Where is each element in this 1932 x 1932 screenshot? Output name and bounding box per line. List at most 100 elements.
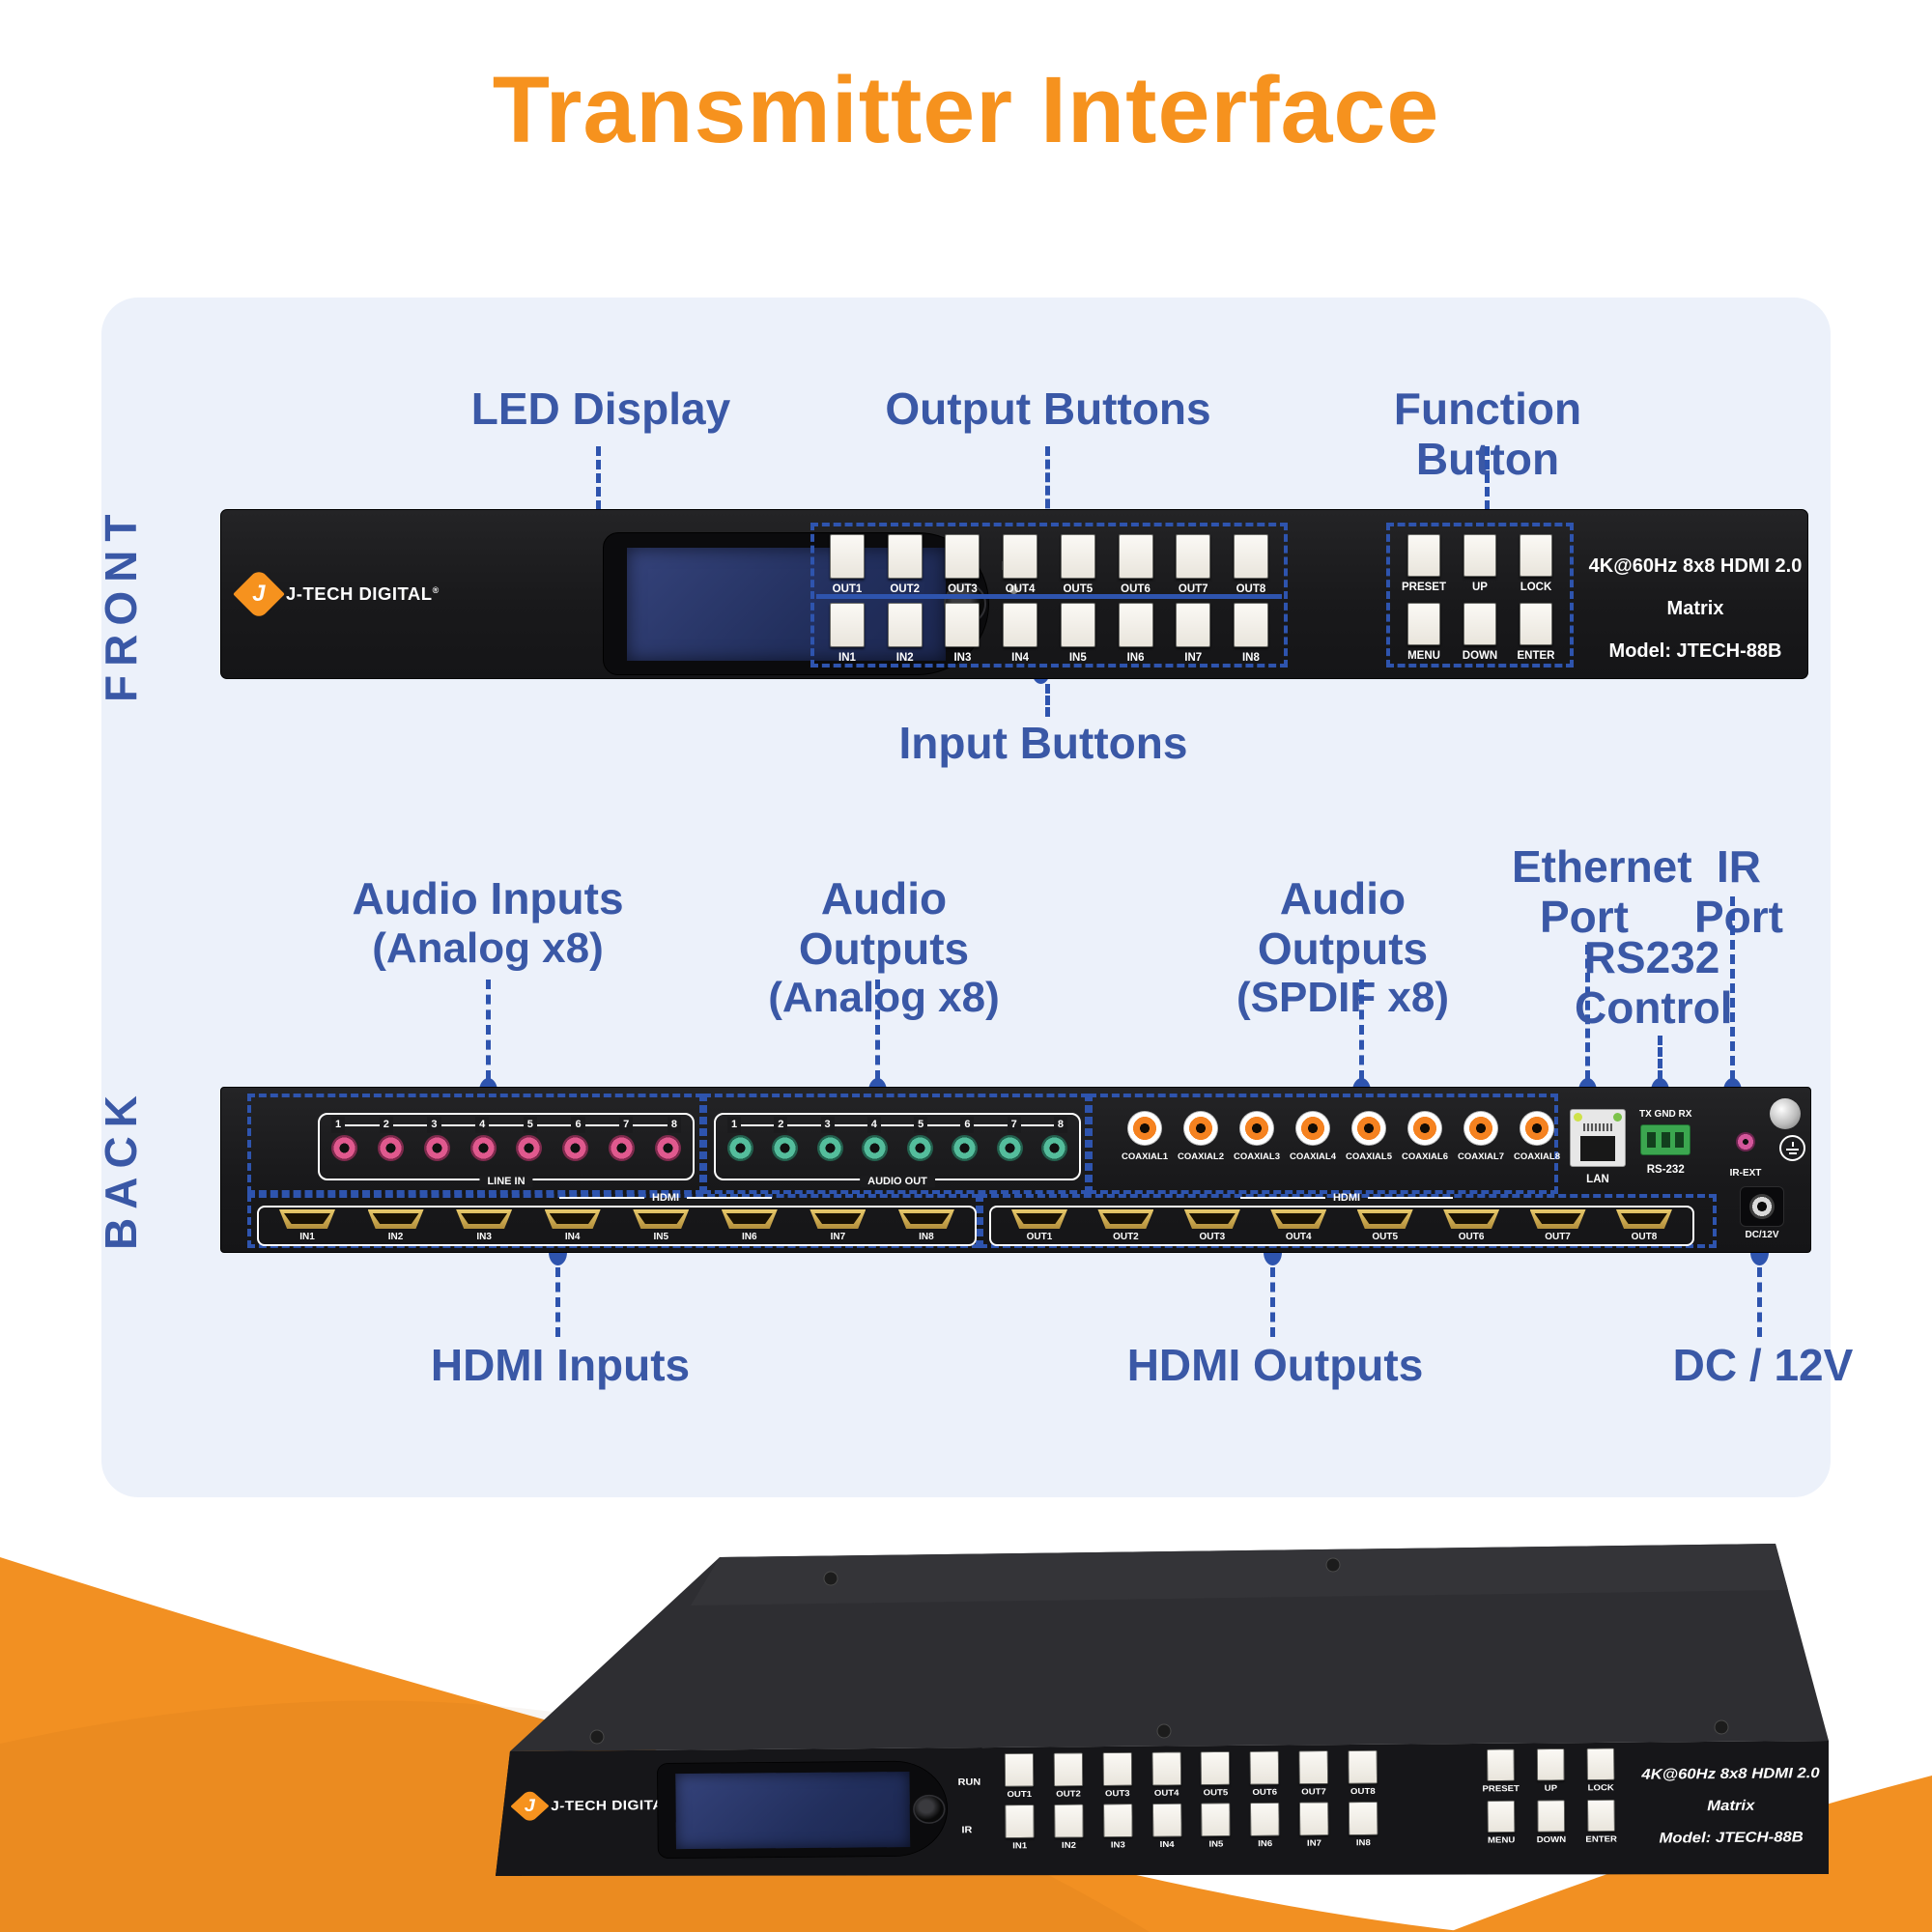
led-display-bezel [657,1760,949,1860]
coaxial-jack-icon [1463,1111,1498,1146]
function-button-label: PRESET [1482,1784,1520,1794]
run-led-icon [1009,585,1018,594]
hdmi-output-cell: OUT3 [1181,1209,1243,1242]
input-button [1118,603,1153,647]
output-button [945,534,980,579]
jack-number: 6 [571,1117,585,1133]
rs232-pinout-label: TX GND RX [1639,1109,1692,1120]
hdmi-output-cell: OUT6 [1440,1209,1502,1242]
output-button [1118,534,1153,579]
input-button [1005,1804,1035,1838]
function-button-cell: LOCK [1577,1747,1625,1793]
function-button [1537,1800,1566,1833]
coaxial-jack-icon [1295,1111,1330,1146]
callout-input-buttons: Input Buttons [898,718,1188,768]
output-button-cell: OUT7 [1166,534,1220,595]
output-button-cell: OUT5 [1193,1751,1238,1798]
hdmi-input-cell: IN3 [453,1209,515,1242]
input-button-cell: IN8 [1224,603,1278,664]
function-button-cell: UP [1527,1748,1575,1793]
output-button-label: OUT6 [1252,1787,1278,1798]
function-button [1520,603,1552,645]
input-button [1003,603,1038,647]
output-button-cell: OUT3 [1094,1752,1140,1799]
line-in-jack-icon [331,1135,357,1161]
output-button [830,534,865,579]
input-button [887,603,923,647]
coaxial-label: COAXIAL6 [1401,1151,1449,1162]
hdmi-outputs-header: HDMI [1240,1192,1454,1204]
hdmi-input-label: IN5 [653,1232,669,1242]
output-button-label: OUT4 [1153,1788,1179,1799]
hdmi-output-cell: OUT2 [1094,1209,1156,1242]
hdmi-port-icon [1011,1209,1067,1229]
hdmi-input-label: IN6 [742,1232,757,1242]
brand: J J-TECH DIGITAL® [510,1741,680,1869]
back-section-label: BACK [96,1087,146,1250]
hdmi-output-label: OUT4 [1285,1232,1312,1242]
jack-number: 1 [727,1117,742,1133]
jack-number: 3 [820,1117,835,1133]
output-button-cell: OUT8 [1340,1749,1385,1797]
rs232-label: RS-232 [1646,1164,1685,1176]
io-divider [816,594,1282,599]
function-button-label: MENU [1487,1835,1516,1845]
hdmi-output-label: OUT2 [1113,1232,1139,1242]
hdmi-output-cell: OUT7 [1527,1209,1589,1242]
hdmi-port-icon [1443,1209,1500,1229]
function-button-label: MENU [1407,650,1440,662]
input-button-label: IN8 [1241,652,1260,664]
input-button-label: IN4 [1011,652,1030,664]
coaxial-jack-icon [1351,1111,1386,1146]
function-button [1520,534,1552,577]
output-button-label: OUT7 [1301,1787,1326,1797]
output-button [887,534,923,579]
hdmi-input-label: IN2 [387,1232,404,1242]
ir-receiver-icon [913,1794,946,1825]
input-button-label: IN4 [1159,1840,1175,1850]
output-button-label: OUT2 [1056,1789,1081,1799]
diagram-panel [101,298,1831,1497]
brand-text: J-TECH DIGITAL® [286,583,440,604]
callout-led-display: LED Display [470,384,731,434]
output-button [1298,1750,1329,1785]
input-button [1233,603,1268,647]
hdmi-input-cell: IN5 [630,1209,692,1242]
callout-line-input [1045,684,1050,717]
input-button-label: IN1 [1012,1841,1028,1851]
jtech-logo-icon: J [510,1788,550,1824]
input-button-label: IN3 [1110,1840,1125,1850]
lan-led-icon [1574,1113,1582,1122]
led-display-screen [675,1772,911,1850]
output-button-label: OUT5 [1203,1788,1229,1798]
input-button [1201,1803,1231,1837]
function-button-label: DOWN [1462,650,1498,662]
line-in-jack-icon [609,1135,636,1161]
input-button-cell: IN2 [878,603,932,664]
dc-group: DC/12V [1740,1186,1784,1240]
function-button-cell: ENTER [1577,1799,1625,1844]
hdmi-port-icon [897,1209,954,1229]
output-button [1060,534,1095,579]
callout-line-function [1485,446,1490,524]
hdmi-port-icon [1097,1209,1154,1229]
hdmi-output-label: OUT7 [1545,1232,1571,1242]
coaxial-cell: COAXIAL1 [1118,1111,1172,1162]
coaxial-cell: COAXIAL2 [1174,1111,1228,1162]
hdmi-port-icon [721,1209,778,1229]
product-line2: Model: JTECH-88B [1659,1829,1804,1847]
jack-number: 1 [331,1117,346,1133]
input-button-label: IN7 [1184,652,1203,664]
coaxial-jack-icon [1239,1111,1274,1146]
output-button-label: OUT3 [1104,1789,1130,1799]
rs232-group: TX GND RX RS-232 [1639,1109,1691,1176]
input-button-cell: IN6 [1109,603,1163,664]
coaxial-cell: COAXIAL3 [1230,1111,1284,1162]
output-button-label: OUT5 [1063,583,1094,595]
